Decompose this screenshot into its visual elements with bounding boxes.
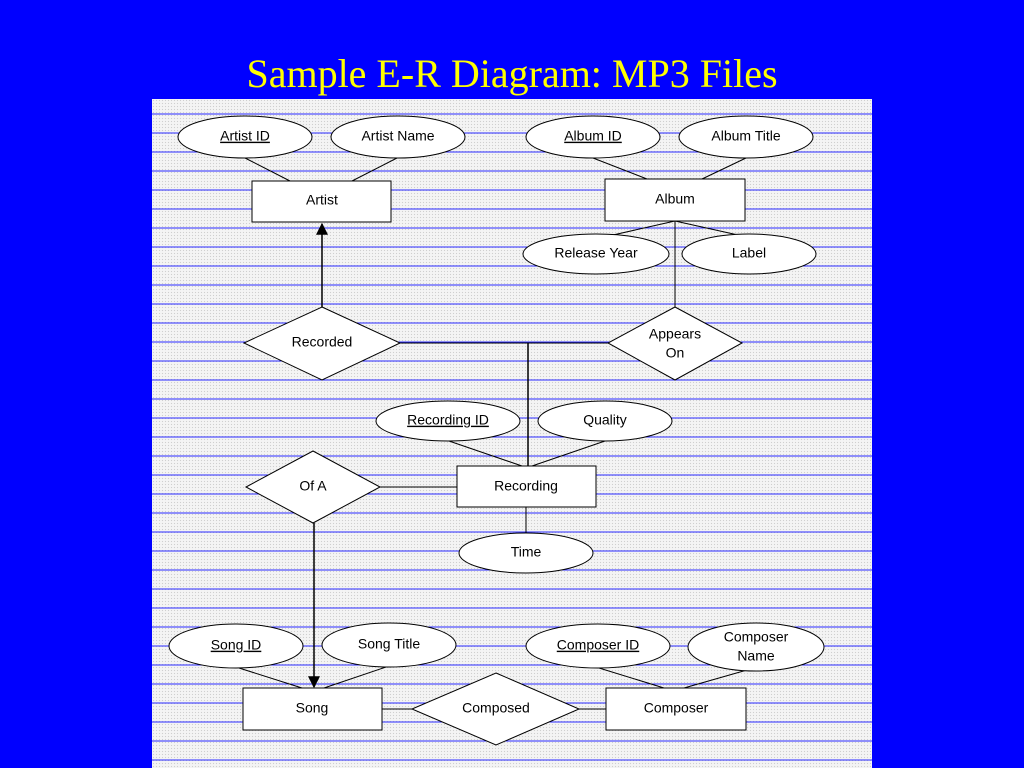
attribute-time: Time [458,532,594,574]
attribute-composer-name: Composer Name [687,622,825,672]
connector-album-release-year [612,220,676,236]
connector-artist-id-artist [244,157,291,182]
attributes: Artist ID Artist Name Album ID Album Tit… [168,115,825,672]
attribute-quality-label: Quality [583,412,627,428]
entity-song: Song [242,687,383,731]
connector-album-id-album [592,157,648,180]
attribute-album-id-label: Album ID [564,128,622,144]
attribute-artist-name-label: Artist Name [361,128,434,144]
relationship-appears-on: Appears On [606,306,744,381]
connector-song-id-song [238,667,303,689]
relationship-composed: Composed [410,672,581,746]
attribute-quality: Quality [537,400,673,442]
attribute-artist-id: Artist ID [177,115,313,159]
attribute-label-label: Label [732,245,766,261]
connector-composer-name-composer [683,667,755,689]
attribute-release-year-label: Release Year [554,245,638,261]
attribute-song-id: Song ID [168,623,304,669]
attribute-artist-id-label: Artist ID [220,128,270,144]
relationships: Recorded Appears On Of A Composed [242,306,744,746]
relationship-recorded: Recorded [242,306,402,381]
entity-album: Album [604,178,746,222]
attribute-composer-id: Composer ID [525,623,671,669]
connector-composer-id-composer [598,667,665,689]
attribute-recording-id-label: Recording ID [407,412,489,428]
relationship-of-a-label: Of A [299,478,327,494]
attribute-artist-name: Artist Name [330,115,466,159]
er-diagram-canvas: Artist Album Recording Song Composer [152,99,872,768]
connector-artist-name-artist [351,157,398,182]
entity-composer: Composer [605,687,747,731]
relationship-appears-on-label-line1: Appears [649,326,701,342]
attribute-release-year: Release Year [522,233,670,275]
connector-quality-recording [531,440,606,467]
entities: Artist Album Recording Song Composer [242,178,747,731]
connector-album-title-album [701,157,747,180]
attribute-recording-id: Recording ID [375,400,521,442]
attribute-composer-name-label-line2: Name [737,648,775,664]
attribute-album-title: Album Title [678,115,814,159]
attribute-composer-id-label: Composer ID [557,637,639,653]
entity-album-label: Album [655,191,695,207]
arrows [308,222,328,689]
slide-title: Sample E-R Diagram: MP3 Files [246,51,778,96]
attribute-song-title-label: Song Title [358,636,420,652]
entity-song-label: Song [296,700,329,716]
entity-recording-label: Recording [494,478,558,494]
attribute-time-label: Time [511,544,542,560]
entity-artist-label: Artist [306,192,338,208]
entity-recording: Recording [456,465,597,508]
attribute-song-id-label: Song ID [211,637,262,653]
connector-song-title-song [323,665,390,689]
attribute-album-title-label: Album Title [711,128,780,144]
connector-recording-id-recording [448,440,523,467]
entity-composer-label: Composer [644,700,709,716]
connector-album-label [674,220,739,236]
connector-lines [238,157,755,710]
entity-artist: Artist [251,180,392,223]
attribute-song-title: Song Title [321,622,457,668]
attribute-composer-name-label-line1: Composer [724,629,789,645]
attribute-label: Label [681,233,817,275]
relationship-recorded-label: Recorded [292,334,353,350]
relationship-of-a: Of A [244,450,382,524]
attribute-album-id: Album ID [525,115,661,159]
relationship-composed-label: Composed [462,700,530,716]
relationship-appears-on-label-line2: On [666,345,685,361]
